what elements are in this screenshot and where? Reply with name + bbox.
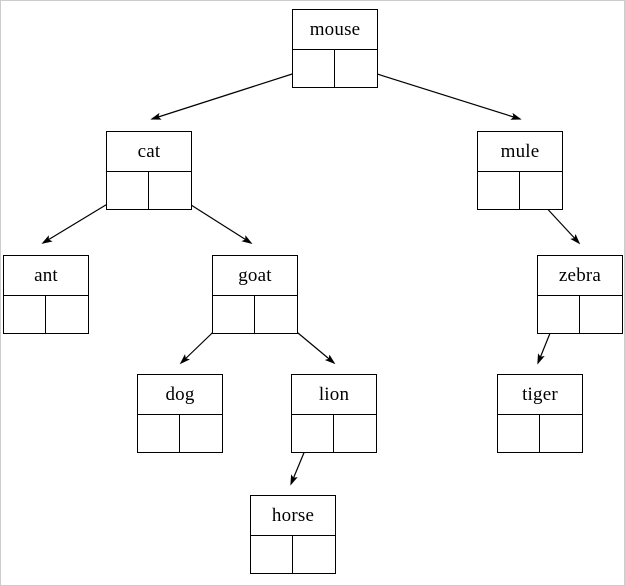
tree-node-pointers-dog [138, 414, 222, 452]
tree-node-mule[interactable]: mule [477, 131, 563, 210]
pointer-cell-left-mule[interactable] [478, 172, 520, 209]
pointer-cell-left-lion[interactable] [292, 415, 334, 452]
pointer-cell-left-dog[interactable] [138, 415, 180, 452]
tree-node-pointers-mouse [293, 49, 377, 87]
pointer-cell-left-mouse[interactable] [293, 50, 335, 87]
tree-node-label-zebra: zebra [558, 265, 602, 286]
pointer-cell-right-mouse[interactable] [335, 50, 377, 87]
tree-node-label-ant: ant [34, 265, 58, 286]
tree-node-label-lion: lion [318, 384, 350, 405]
pointer-cell-left-ant[interactable] [4, 296, 46, 333]
tree-node-label-tiger: tiger [522, 384, 558, 405]
tree-node-pointers-cat [107, 171, 191, 209]
tree-node-pointers-mule [478, 171, 562, 209]
pointer-cell-right-goat[interactable] [255, 296, 297, 333]
tree-node-label-cat: cat [137, 141, 161, 162]
pointer-cell-left-cat[interactable] [107, 172, 149, 209]
tree-node-pointers-tiger [498, 414, 582, 452]
tree-node-lion[interactable]: lion [291, 374, 377, 453]
tree-node-label-dog: dog [165, 384, 195, 405]
pointer-cell-right-horse[interactable] [293, 536, 335, 573]
tree-node-label-goat: goat [238, 265, 272, 286]
tree-node-horse[interactable]: horse [250, 495, 336, 574]
pointer-cell-right-cat[interactable] [149, 172, 191, 209]
pointer-cell-right-lion[interactable] [334, 415, 376, 452]
pointer-cell-left-goat[interactable] [213, 296, 255, 333]
tree-node-mouse[interactable]: mouse [292, 9, 378, 88]
tree-node-pointers-ant [4, 295, 88, 333]
pointer-cell-left-tiger[interactable] [498, 415, 540, 452]
tree-node-label-mule: mule [500, 141, 540, 162]
pointer-cell-left-horse[interactable] [251, 536, 293, 573]
tree-node-pointers-goat [213, 295, 297, 333]
pointer-cell-right-ant[interactable] [46, 296, 88, 333]
pointer-cell-right-dog[interactable] [180, 415, 222, 452]
pointer-cell-left-zebra[interactable] [538, 296, 580, 333]
tree-node-pointers-zebra [538, 295, 622, 333]
tree-node-tiger[interactable]: tiger [497, 374, 583, 453]
tree-node-pointers-lion [292, 414, 376, 452]
pointer-cell-right-mule[interactable] [520, 172, 562, 209]
tree-node-ant[interactable]: ant [3, 255, 89, 334]
tree-node-label-horse: horse [271, 505, 315, 526]
tree-node-zebra[interactable]: zebra [537, 255, 623, 334]
tree-node-cat[interactable]: cat [106, 131, 192, 210]
pointer-cell-right-tiger[interactable] [540, 415, 582, 452]
tree-node-pointers-horse [251, 535, 335, 573]
pointer-cell-right-zebra[interactable] [580, 296, 622, 333]
tree-edge-mouse-cat [150, 66, 315, 120]
tree-node-label-mouse: mouse [309, 19, 361, 40]
tree-node-goat[interactable]: goat [212, 255, 298, 334]
tree-edge-mouse-mule [354, 66, 522, 120]
tree-node-dog[interactable]: dog [137, 374, 223, 453]
